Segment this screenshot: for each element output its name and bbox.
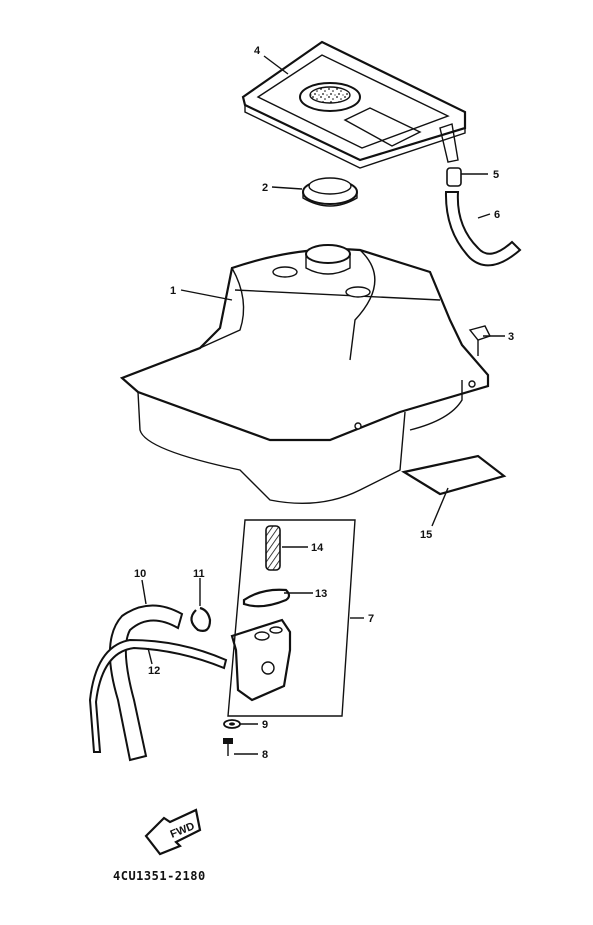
callout-10: 10 [134,568,146,580]
part-number: 4CU1351-2180 [113,869,206,883]
damper-pad [401,454,507,496]
fuel-cock [230,618,292,702]
filter-screen [265,525,281,571]
callout-2: 2 [262,182,268,194]
callout-14: 14 [311,542,324,554]
callout-4: 4 [254,45,261,57]
callout-15: 15 [420,529,432,541]
callout-7: 7 [368,613,374,625]
fuel-hose [109,604,184,762]
callout-11: 11 [193,568,205,580]
washer [223,719,241,729]
breather-hose [444,191,522,267]
tank-bolt [468,325,491,356]
callout-9: 9 [262,719,268,731]
fuel-cock-assembly [227,519,356,717]
hose-clip [190,606,212,632]
o-ring [242,588,291,608]
callout-8: 8 [262,749,268,761]
fwd-arrow-icon: FWD [144,808,202,856]
tank-cover-tray [241,40,467,169]
leader-lines [141,55,505,755]
callout-3: 3 [508,331,514,343]
callout-1: 1 [170,285,176,297]
callout-numbers: 4 2 5 6 1 3 15 14 13 7 10 11 12 9 8 [134,45,514,761]
filler-cap [302,177,358,207]
screw [223,738,233,756]
callout-5: 5 [493,169,499,181]
hose-joint [446,167,462,187]
callout-6: 6 [494,209,500,221]
vacuum-hose [88,638,228,753]
fuel-tank [119,244,490,504]
callout-12: 12 [148,665,160,677]
callout-13: 13 [315,588,327,600]
